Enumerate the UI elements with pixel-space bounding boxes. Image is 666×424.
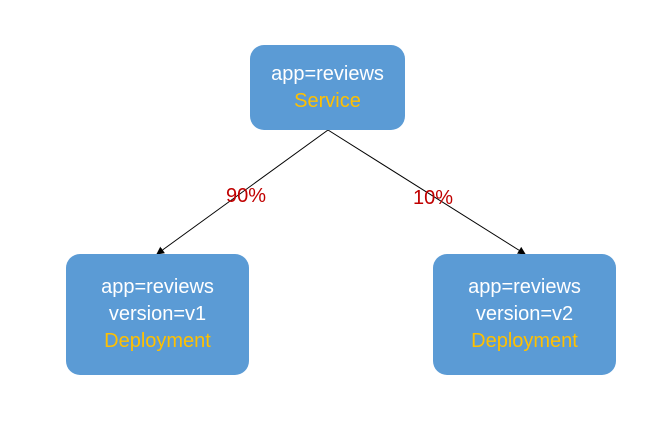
- service-kind-label: Service: [294, 89, 361, 112]
- deployment-v1-app-label: app=reviews: [101, 276, 214, 298]
- deployment-node-v1: app=reviews version=v1 Deployment: [66, 254, 249, 375]
- edge-service-to-v2: [327, 129, 526, 255]
- deployment-v1-version-label: version=v1: [108, 303, 207, 325]
- deployment-v2-version-label: version=v2: [475, 303, 574, 325]
- service-app-label: app=reviews: [271, 62, 384, 85]
- deployment-v2-app-label: app=reviews: [468, 276, 581, 298]
- service-node: app=reviews Service: [250, 45, 405, 130]
- edge-service-to-v1: [156, 129, 329, 255]
- deployment-v2-kind-label: Deployment: [471, 330, 578, 352]
- deployment-node-v2: app=reviews version=v2 Deployment: [433, 254, 616, 375]
- deployment-v1-kind-label: Deployment: [104, 330, 211, 352]
- traffic-weight-v1: 90%: [226, 185, 267, 207]
- traffic-weight-v2: 10%: [413, 187, 454, 209]
